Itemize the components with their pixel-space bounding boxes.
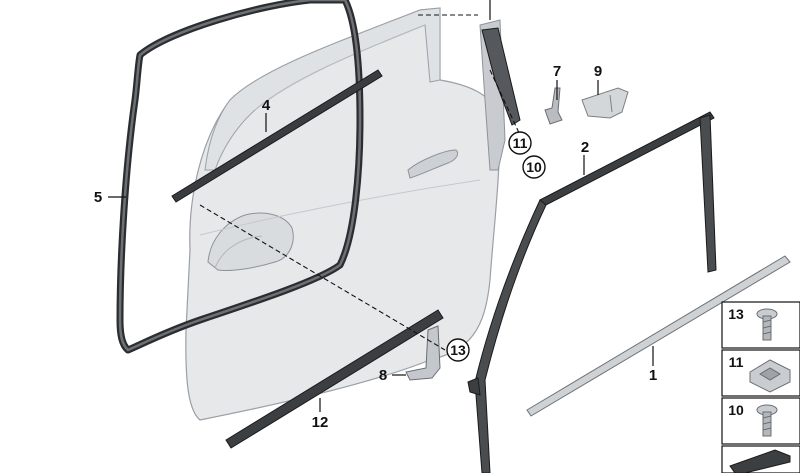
callout-9: 9 [594,63,602,80]
part-4-window-strip [171,69,383,203]
b-pillar-trim [481,27,521,126]
part-1-belt-moulding [526,255,791,417]
svg-text:11: 11 [729,354,744,370]
door-handle [407,149,459,179]
part-12-sill-strip [225,309,444,449]
fastener-legend: 13 11 10 [721,301,800,473]
callout-4: 4 [262,97,271,114]
callout-7: 7 [553,63,561,80]
legend-item-partial [721,445,800,473]
screw-icon [756,308,778,341]
assembly-line-11 [489,69,521,136]
part-9-bracket [581,87,629,119]
legend-item-13: 13 [721,301,800,349]
svg-text:11: 11 [513,135,528,151]
callout-5: 5 [94,189,102,206]
callout-10-circled: 10 [522,155,546,179]
callout-13-circled: 13 [446,338,470,362]
callout-1: 1 [649,367,657,384]
part-5-door-seal [116,0,364,354]
svg-text:10: 10 [728,402,744,418]
part-8-bracket [405,325,441,381]
sealing-strip-icon [729,449,791,473]
callout-12: 12 [312,414,329,431]
screw-icon [756,404,778,437]
clip-nut-icon [749,359,791,393]
callout-11-circled: 11 [508,131,532,155]
callout-8: 8 [379,367,387,384]
part-7-bracket [544,87,563,125]
svg-text:10: 10 [526,159,542,175]
part-2-window-frame [467,111,717,473]
legend-item-11: 11 [721,349,800,397]
svg-text:13: 13 [450,342,466,358]
svg-text:13: 13 [728,306,744,322]
legend-item-10: 10 [721,397,800,445]
callout-2: 2 [581,139,589,156]
